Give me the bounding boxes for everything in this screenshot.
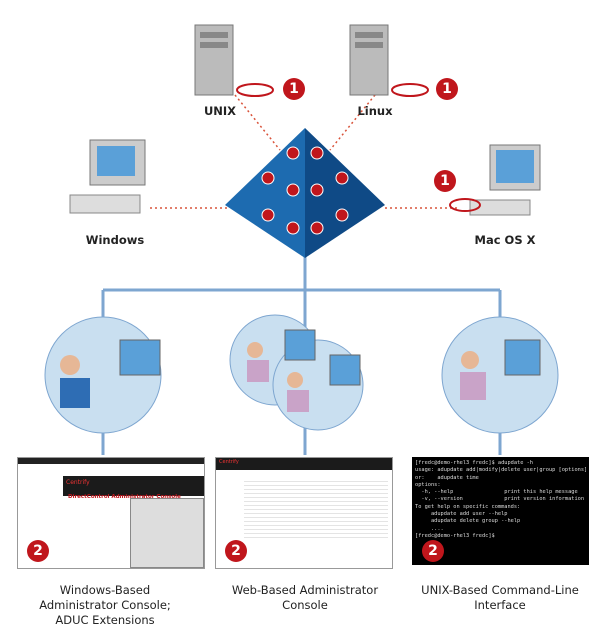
terminal-line: adupdate delete group --help [415, 518, 521, 525]
caption-line: Windows-Based [59, 583, 151, 597]
label-unix: UNIX [203, 104, 237, 118]
agent-rings [236, 83, 481, 212]
unix-server-icon [194, 24, 234, 96]
console-title: DirectControl Administrator Console [68, 494, 181, 500]
caption-line: Administrator Console; [39, 598, 171, 612]
terminal-line: To get help on specific commands: [415, 503, 521, 510]
console-badge-cli: 2 [422, 540, 444, 562]
caption-line: Interface [474, 598, 526, 612]
label-windows: Windows [85, 233, 145, 247]
caption-line: UNIX-Based Command-Line [421, 583, 579, 597]
console-badge-windows: 2 [27, 540, 49, 562]
console-brand: Centrify [63, 476, 204, 496]
terminal-line: options: [415, 481, 441, 488]
caption-line: Web-Based Administrator [231, 583, 379, 597]
agent-badge-mac: 1 [434, 170, 456, 192]
windows-computer-icon [69, 139, 146, 214]
web-console-screenshot: Centrify [215, 457, 393, 569]
linux-server-icon [349, 24, 389, 96]
terminal-line: [fredc@demo-rhel3 fredc]$ adupdate -h [415, 460, 533, 466]
label-mac: Mac OS X [474, 233, 536, 247]
agent-badge-linux: 1 [436, 78, 458, 100]
terminal-line: .... [415, 525, 444, 532]
terminal-line: usage: adupdate add|modify|delete user|g… [415, 467, 588, 474]
mac-computer-icon [469, 144, 541, 216]
windows-console-screenshot: Centrify DirectControl Administrator Con… [17, 457, 205, 569]
terminal-line: adupdate add user --help [415, 511, 508, 518]
terminal-line: -v, --version print version information [415, 496, 585, 503]
terminal-line: -h, --help print this help message [415, 489, 578, 496]
caption-line: Console [282, 598, 328, 612]
console-badge-web: 2 [225, 540, 247, 562]
web-brand: Centrify [216, 458, 392, 470]
terminal-line: or: adupdate time [415, 474, 479, 481]
agent-links [150, 94, 460, 209]
admin-circles [44, 314, 559, 434]
caption-cli: UNIX-Based Command-Line Interface [405, 583, 595, 613]
label-linux: Linux [357, 104, 393, 118]
pyramid-hub [225, 128, 385, 258]
terminal-line: [fredc@demo-rhel3 fredc]$ [415, 532, 498, 539]
caption-web-console: Web-Based Administrator Console [210, 583, 400, 613]
network-bus [101, 255, 502, 455]
agent-badge-unix: 1 [283, 78, 305, 100]
caption-windows-console: Windows-Based Administrator Console; ADU… [10, 583, 200, 628]
caption-line: ADUC Extensions [55, 613, 155, 627]
